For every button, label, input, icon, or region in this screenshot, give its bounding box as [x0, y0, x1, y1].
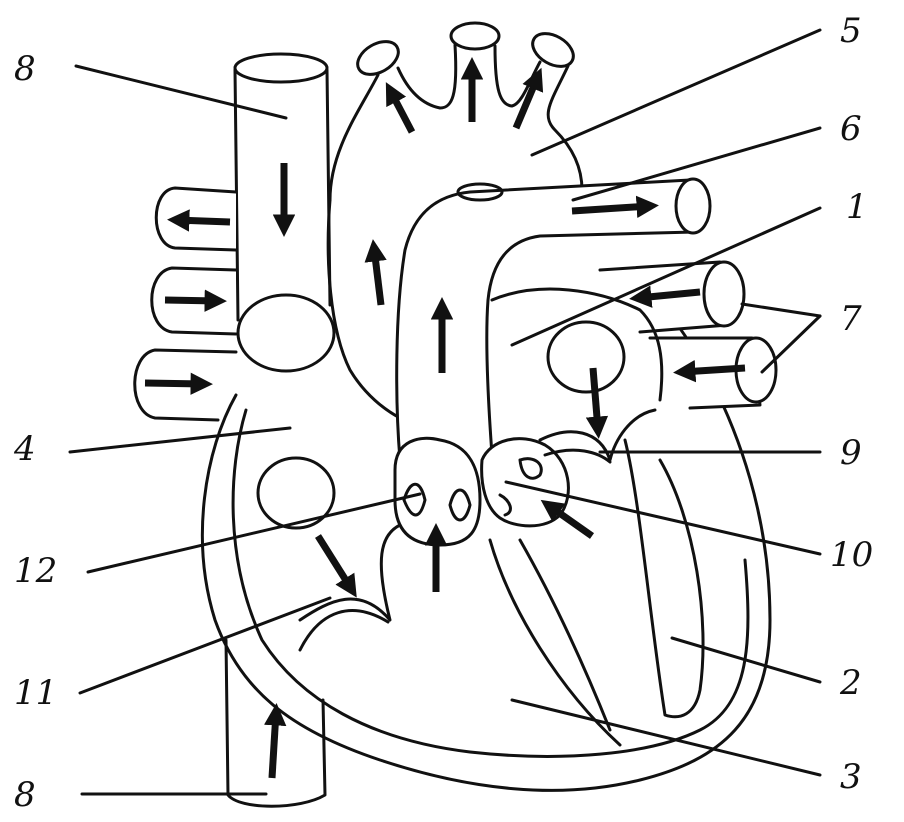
label-9: 9 — [840, 433, 862, 473]
label-7: 7 — [840, 299, 862, 339]
leader-3 — [512, 700, 820, 775]
inferior-vena-cava — [226, 640, 325, 806]
left-pulmonary-veins — [600, 262, 776, 408]
label-8-top: 8 — [14, 49, 36, 89]
leader-4 — [70, 428, 290, 452]
flow-arrow-mitral — [593, 368, 598, 430]
label-4: 4 — [13, 429, 36, 469]
label-8-bottom: 8 — [14, 775, 36, 815]
flow-arrow-pulmonary-artery — [572, 206, 650, 211]
leader-7b — [762, 316, 820, 372]
label-6: 6 — [840, 109, 862, 149]
flow-arrow-rpv1 — [165, 300, 218, 301]
label-3: 3 — [840, 757, 862, 797]
aortic-valve — [482, 439, 592, 536]
leader-12 — [88, 494, 420, 572]
flow-arrow-rpv2 — [145, 383, 204, 384]
label-12: 12 — [14, 551, 57, 591]
flow-arrow-ivc — [272, 712, 276, 778]
label-5: 5 — [840, 11, 862, 51]
label-2: 2 — [839, 663, 862, 703]
label-11: 11 — [14, 673, 57, 713]
label-1: 1 — [846, 187, 868, 227]
flow-arrow-aorta-branch-1 — [390, 90, 412, 132]
leader-7a — [742, 304, 820, 316]
pulmonary-valve — [395, 438, 480, 592]
flow-arrow-rpa — [176, 220, 230, 222]
flow-arrow-tricuspid — [318, 536, 352, 590]
leader-5 — [532, 30, 820, 155]
label-10: 10 — [830, 535, 873, 575]
right-atrium — [238, 295, 400, 650]
superior-vena-cava — [235, 54, 330, 320]
flow-arrow-ascending-aorta — [374, 248, 381, 305]
flow-arrow-lpv2 — [682, 368, 745, 372]
right-pulmonary-vessels — [135, 188, 236, 420]
